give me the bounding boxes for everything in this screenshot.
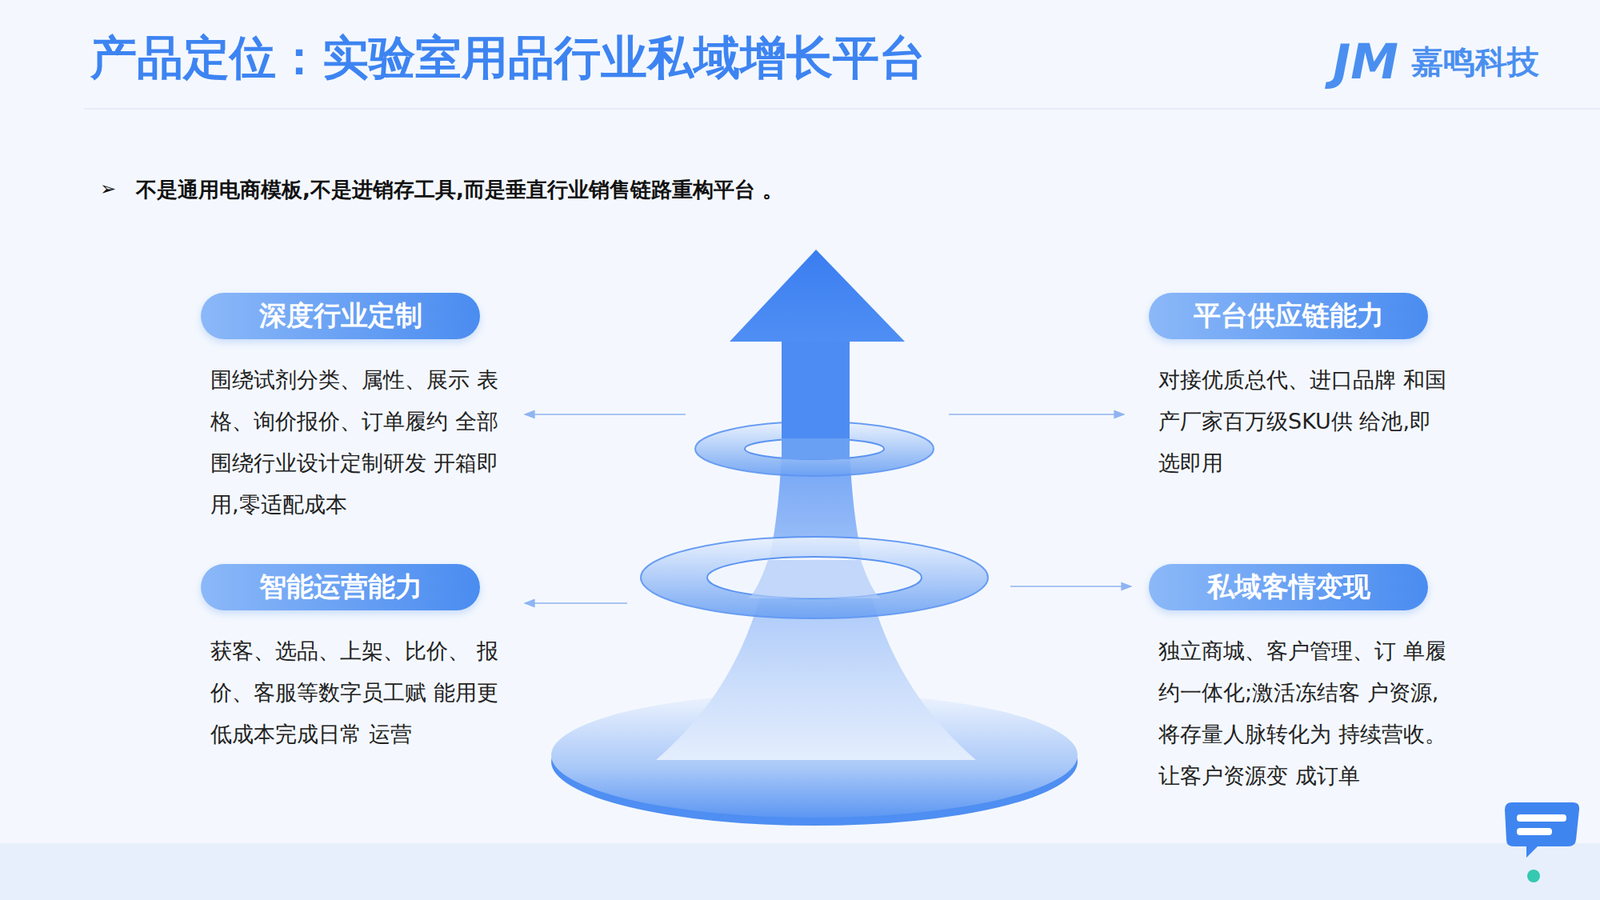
feature-card: 深度行业定制围绕试剂分类、属性、展示 表格、询价报价、订单履约 全部围绕行业设计… bbox=[200, 292, 499, 526]
leader-line bbox=[1010, 585, 1132, 588]
leader-line bbox=[524, 413, 686, 416]
leader-line bbox=[524, 602, 628, 604]
ring-outer bbox=[640, 536, 988, 619]
arrow-head bbox=[729, 249, 905, 342]
chat-icon bbox=[1504, 802, 1580, 883]
feature-card: 智能运营能力获客、选品、上架、比价、 报价、客服等数字员工赋 能用更低成本完成日… bbox=[200, 564, 499, 756]
pill-heading: 深度行业定制 bbox=[259, 297, 423, 335]
ring-inner bbox=[707, 556, 922, 599]
shaft-front bbox=[781, 438, 850, 460]
shaft-front bbox=[748, 560, 881, 599]
slide-title: 产品定位：实验室用品行业私域增长平台 bbox=[90, 27, 926, 90]
feature-card: 私域客情变现独立商城、客户管理、订 单履约一体化;激活冻结客 户资源,将存量人脉… bbox=[1148, 564, 1447, 797]
heading-pill: 私域客情变现 bbox=[1148, 564, 1428, 611]
heading-pill: 智能运营能力 bbox=[200, 564, 480, 611]
feature-description: 独立商城、客户管理、订 单履约一体化;激活冻结客 户资源,将存量人脉转化为 持续… bbox=[1158, 630, 1447, 797]
feature-description: 获客、选品、上架、比价、 报价、客服等数字员工赋 能用更低成本完成日常 运营 bbox=[210, 630, 499, 756]
ring-inner bbox=[744, 438, 884, 460]
tagline: 不是通用电商模板,不是进销存工具,而是垂直行业销售链路重构平台 。 bbox=[136, 176, 784, 204]
leader-line bbox=[948, 413, 1124, 416]
logo-mark: JM bbox=[1332, 33, 1399, 90]
feature-description: 围绕试剂分类、属性、展示 表格、询价报价、订单履约 全部围绕行业设计定制研发 开… bbox=[210, 359, 499, 526]
pill-heading: 智能运营能力 bbox=[259, 568, 423, 606]
header-divider bbox=[84, 108, 1600, 110]
heading-pill: 深度行业定制 bbox=[200, 292, 480, 340]
pill-heading: 私域客情变现 bbox=[1207, 568, 1371, 606]
feature-description: 对接优质总代、进口品牌 和国产厂家百万级SKU供 给池,即选即用 bbox=[1158, 359, 1447, 484]
logo-text: 嘉鸣科技 bbox=[1411, 40, 1540, 84]
bottom-band bbox=[0, 843, 1600, 900]
feature-card: 平台供应链能力对接优质总代、进口品牌 和国产厂家百万级SKU供 给池,即选即用 bbox=[1148, 292, 1447, 484]
pill-heading: 平台供应链能力 bbox=[1193, 297, 1384, 335]
heading-pill: 平台供应链能力 bbox=[1148, 292, 1428, 340]
arrow-shaft-top bbox=[781, 340, 850, 439]
bullet-symbol: ➢ bbox=[100, 177, 116, 200]
